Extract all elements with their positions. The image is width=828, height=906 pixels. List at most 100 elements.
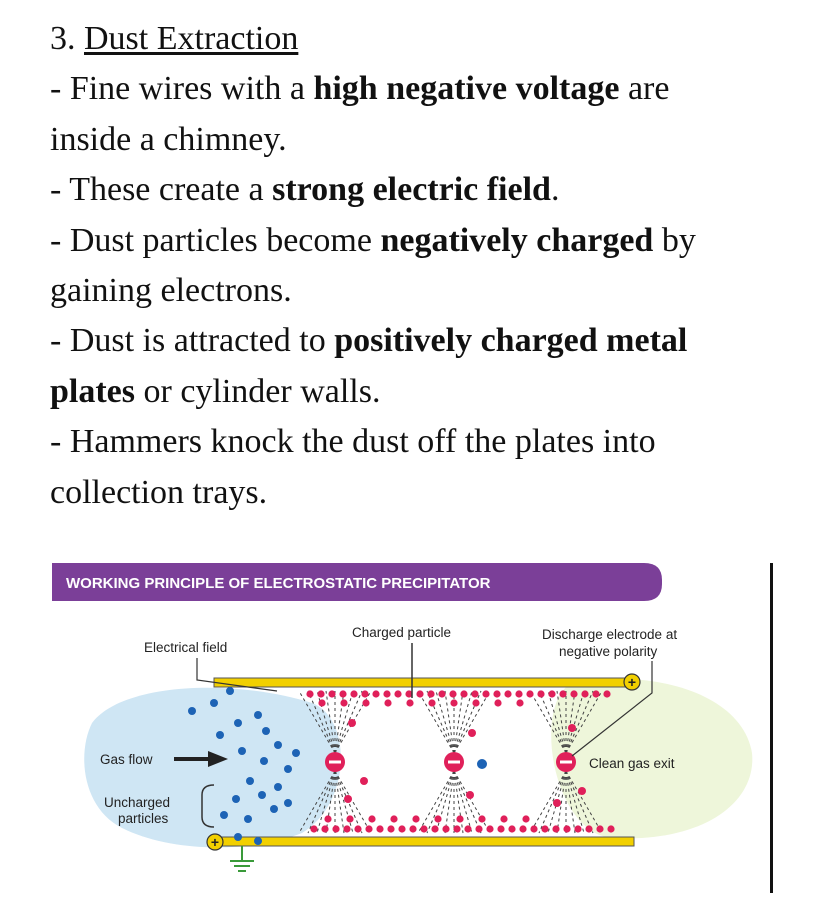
negative-charge xyxy=(442,825,450,833)
field-line xyxy=(334,770,354,834)
dust-particle xyxy=(246,777,254,785)
negative-charge xyxy=(581,690,589,698)
field-line xyxy=(453,690,464,754)
electrical-field-label: Electrical field xyxy=(144,640,227,655)
precipitator-diagram: WORKING PRINCIPLE OF ELECTROSTATIC PRECI… xyxy=(52,563,792,893)
negative-charge xyxy=(563,825,571,833)
electrical-field-leader xyxy=(196,658,278,692)
field-line xyxy=(325,770,336,834)
negative-charge xyxy=(346,815,354,823)
field-line xyxy=(334,690,345,754)
discharge-electrode-2 xyxy=(444,752,464,772)
negative-charge xyxy=(368,815,376,823)
dust-particle xyxy=(254,711,262,719)
field-line xyxy=(565,690,585,754)
charged-particle xyxy=(468,729,476,737)
negative-charge xyxy=(427,690,435,698)
uncharged-particles-label-line1: Uncharged xyxy=(104,795,170,810)
field-line xyxy=(417,690,455,754)
negative-charge xyxy=(574,825,582,833)
dust-particle xyxy=(258,791,266,799)
top-positive-terminal xyxy=(623,673,641,691)
dust-particle xyxy=(234,833,242,841)
field-line xyxy=(426,770,455,834)
negative-charge xyxy=(449,690,457,698)
section-heading: 3. Dust Extraction xyxy=(50,20,299,57)
negative-charge xyxy=(516,699,524,707)
field-line xyxy=(435,770,455,834)
field-line xyxy=(417,770,455,834)
bullet-3-continued: gaining electrons. xyxy=(50,272,292,310)
field-line xyxy=(538,690,567,754)
negative-charge xyxy=(328,690,336,698)
discharge-electrode-3 xyxy=(556,752,576,772)
negative-charge xyxy=(482,690,490,698)
uncharged-bracket xyxy=(201,784,215,828)
field-line xyxy=(547,690,567,754)
dust-particle xyxy=(210,699,218,707)
discharge-electrode-label-line1: Discharge electrode at xyxy=(542,627,677,642)
negative-charge xyxy=(428,699,436,707)
bullet-1: - Fine wires with a high negative voltag… xyxy=(50,70,670,108)
gas-flow-label: Gas flow xyxy=(100,752,153,767)
dust-particle xyxy=(254,837,262,845)
gas-flow-arrow xyxy=(174,751,228,767)
negative-charge xyxy=(530,825,538,833)
dust-particle xyxy=(216,731,224,739)
negative-charge xyxy=(493,690,501,698)
discharge-electrode-leader xyxy=(571,661,653,757)
negative-charge xyxy=(585,825,593,833)
negative-charge xyxy=(471,690,479,698)
negative-charge xyxy=(522,815,530,823)
bullet-1-continued: inside a chimney. xyxy=(50,120,287,158)
negative-charge xyxy=(508,825,516,833)
bottom-collector-plate xyxy=(213,836,635,847)
negative-charge xyxy=(343,825,351,833)
negative-charge xyxy=(405,690,413,698)
field-line xyxy=(307,770,336,834)
negative-charge xyxy=(596,825,604,833)
negative-charge xyxy=(339,690,347,698)
top-plus-sign: + xyxy=(628,674,636,690)
dust-particle xyxy=(244,815,252,823)
dust-particle xyxy=(226,687,234,695)
negative-charge xyxy=(464,825,472,833)
negative-charge xyxy=(434,815,442,823)
negative-charge xyxy=(456,815,464,823)
negative-charge xyxy=(453,825,461,833)
negative-charge xyxy=(504,690,512,698)
negative-charge xyxy=(537,690,545,698)
negative-charge xyxy=(592,690,600,698)
dust-particle xyxy=(262,727,270,735)
negative-charge xyxy=(409,825,417,833)
field-line xyxy=(334,690,363,754)
uncharged-particles-label-line2: particles xyxy=(118,811,169,826)
bottom-plus-sign: + xyxy=(211,834,219,850)
negative-charge xyxy=(306,690,314,698)
negative-charge xyxy=(406,699,414,707)
charged-particle xyxy=(568,724,576,732)
negative-charge xyxy=(365,825,373,833)
field-line xyxy=(453,770,491,834)
negative-charge xyxy=(438,690,446,698)
ground-icon xyxy=(230,846,254,872)
negative-charge xyxy=(519,825,527,833)
dust-particle xyxy=(188,707,196,715)
charged-particle xyxy=(466,791,474,799)
negative-charge xyxy=(420,825,428,833)
negative-charge xyxy=(460,690,468,698)
negative-charge xyxy=(310,825,318,833)
clean-gas-zone xyxy=(551,678,753,839)
negative-charge xyxy=(394,690,402,698)
negative-charge xyxy=(354,825,362,833)
charged-particle xyxy=(578,787,586,795)
field-line xyxy=(565,770,576,834)
page-divider-line xyxy=(770,563,773,893)
negative-charge xyxy=(324,815,332,823)
dust-particle xyxy=(238,747,246,755)
negative-charge xyxy=(383,690,391,698)
dust-particle xyxy=(284,765,292,773)
negative-charge xyxy=(321,825,329,833)
negative-charge xyxy=(570,690,578,698)
field-line xyxy=(556,770,567,834)
